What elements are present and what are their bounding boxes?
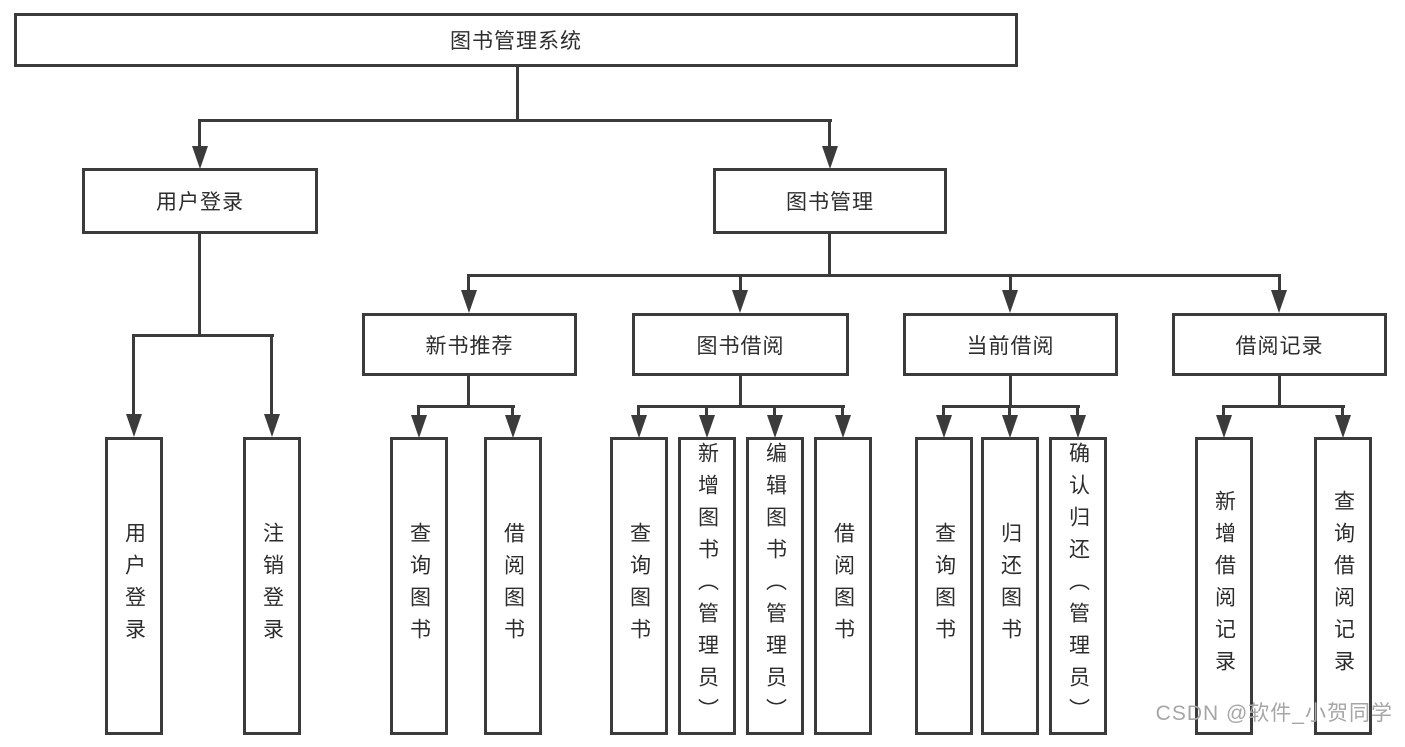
connector-stem-user-login (198, 233, 201, 336)
arrow-down-icon (1070, 415, 1086, 438)
arrow-down-icon (936, 415, 952, 438)
leaf-query-books-current: 查询图书 (915, 437, 973, 735)
arrow-down-icon (411, 415, 427, 438)
arrow-down-icon (1002, 415, 1018, 438)
node-borrow-records-label: 借阅记录 (1235, 334, 1324, 358)
connector-stem-borrow-records (1278, 376, 1281, 407)
connector-stem-new-book (467, 376, 470, 407)
connector-shaft-leaf (773, 405, 776, 419)
leaf-borrow-books-recommend: 借阅图书 (484, 437, 542, 735)
leaf-query-books-recommend-label: 查询图书 (407, 522, 431, 650)
connector-shaft-leaf (511, 405, 514, 419)
connector-shaft-current-borrow (1009, 274, 1012, 292)
leaf-user-login: 用户登录 (105, 437, 163, 735)
node-book-management: 图书管理 (713, 168, 947, 234)
node-root-label: 图书管理系统 (450, 30, 582, 53)
node-borrow-records: 借阅记录 (1172, 313, 1387, 376)
connector-shaft-leaf (841, 405, 844, 419)
node-book-management-label: 图书管理 (786, 191, 874, 214)
leaf-confirm-return-admin: 确认归还（管理员） (1049, 437, 1107, 735)
arrow-down-icon (126, 414, 142, 437)
arrow-down-icon (1335, 415, 1351, 438)
leaf-query-books-borrow-label: 查询图书 (627, 522, 651, 650)
connector-shaft-leaf-user-login (132, 334, 135, 416)
leaf-edit-book-admin: 编辑图书（管理员） (746, 437, 804, 735)
connector-shaft-leaf (637, 405, 640, 419)
node-current-borrow-label: 当前借阅 (966, 334, 1055, 358)
leaf-logout: 注销登录 (243, 437, 301, 735)
connector-shaft-leaf-logout (270, 334, 273, 416)
arrow-down-icon (822, 146, 838, 169)
connector-root-split (198, 119, 832, 122)
leaf-add-book-admin: 新增图书（管理员） (678, 437, 736, 735)
node-book-borrow-label: 图书借阅 (696, 334, 785, 358)
leaf-borrow-books: 借阅图书 (814, 437, 872, 735)
arrow-down-icon (192, 146, 208, 169)
connector-shaft-leaf (1076, 405, 1079, 419)
node-book-borrow: 图书借阅 (632, 313, 849, 376)
node-current-borrow: 当前借阅 (903, 313, 1118, 376)
leaf-borrow-books-recommend-label: 借阅图书 (501, 522, 525, 650)
connector-shaft-user-login (198, 119, 201, 149)
leaf-return-books-label: 归还图书 (998, 522, 1022, 650)
connector-split-current-borrow (942, 405, 1080, 408)
node-new-book-recommend: 新书推荐 (362, 313, 577, 376)
csdn-watermark: CSDN @软件_小贺同学 (1155, 702, 1393, 725)
leaf-borrow-books-label: 借阅图书 (831, 522, 855, 650)
connector-stem-book-borrow (739, 376, 742, 407)
leaf-return-books: 归还图书 (981, 437, 1039, 735)
connector-shaft-book-management (828, 119, 831, 149)
leaf-confirm-return-admin-label: 确认归还（管理员） (1066, 442, 1090, 730)
leaf-query-books-current-label: 查询图书 (932, 522, 956, 650)
connector-split-book-management (468, 274, 1281, 277)
connector-shaft-leaf (417, 405, 420, 419)
arrow-down-icon (505, 415, 521, 438)
leaf-query-borrow-record: 查询借阅记录 (1314, 437, 1372, 735)
leaf-query-borrow-record-label: 查询借阅记录 (1331, 490, 1355, 682)
arrow-down-icon (1002, 290, 1018, 313)
connector-shaft-leaf (1008, 405, 1011, 419)
node-user-login: 用户登录 (82, 168, 318, 234)
connector-root-trunk (516, 66, 519, 122)
connector-split-new-book (417, 405, 515, 408)
connector-stem-book-management (828, 233, 831, 277)
arrow-down-icon (264, 414, 280, 437)
leaf-query-books-borrow: 查询图书 (610, 437, 668, 735)
arrow-down-icon (631, 415, 647, 438)
connector-shaft-leaf (1222, 405, 1225, 419)
arrow-down-icon (732, 290, 748, 313)
node-new-book-recommend-label: 新书推荐 (425, 334, 514, 358)
connector-shaft-borrow-records (1278, 274, 1281, 292)
arrow-down-icon (767, 415, 783, 438)
arrow-down-icon (461, 290, 477, 313)
leaf-logout-label: 注销登录 (260, 522, 284, 650)
arrow-down-icon (1271, 290, 1287, 313)
leaf-add-borrow-record-label: 新增借阅记录 (1212, 490, 1236, 682)
connector-shaft-leaf (1341, 405, 1344, 419)
connector-shaft-book-borrow (739, 274, 742, 292)
connector-stem-current-borrow (1009, 376, 1012, 407)
node-user-login-label: 用户登录 (156, 191, 244, 214)
connector-split-borrow-records (1222, 405, 1345, 408)
connector-shaft-leaf (942, 405, 945, 419)
connector-split-book-borrow (637, 405, 845, 408)
connector-shaft-new-book (467, 274, 470, 292)
node-root: 图书管理系统 (14, 13, 1018, 67)
arrow-down-icon (699, 415, 715, 438)
arrow-down-icon (1216, 415, 1232, 438)
connector-split-user-login (132, 334, 274, 337)
leaf-edit-book-admin-label: 编辑图书（管理员） (763, 442, 787, 730)
leaf-add-borrow-record: 新增借阅记录 (1195, 437, 1253, 735)
connector-shaft-leaf (705, 405, 708, 419)
arrow-down-icon (835, 415, 851, 438)
leaf-user-login-label: 用户登录 (122, 522, 146, 650)
leaf-query-books-recommend: 查询图书 (390, 437, 448, 735)
leaf-add-book-admin-label: 新增图书（管理员） (695, 442, 719, 730)
